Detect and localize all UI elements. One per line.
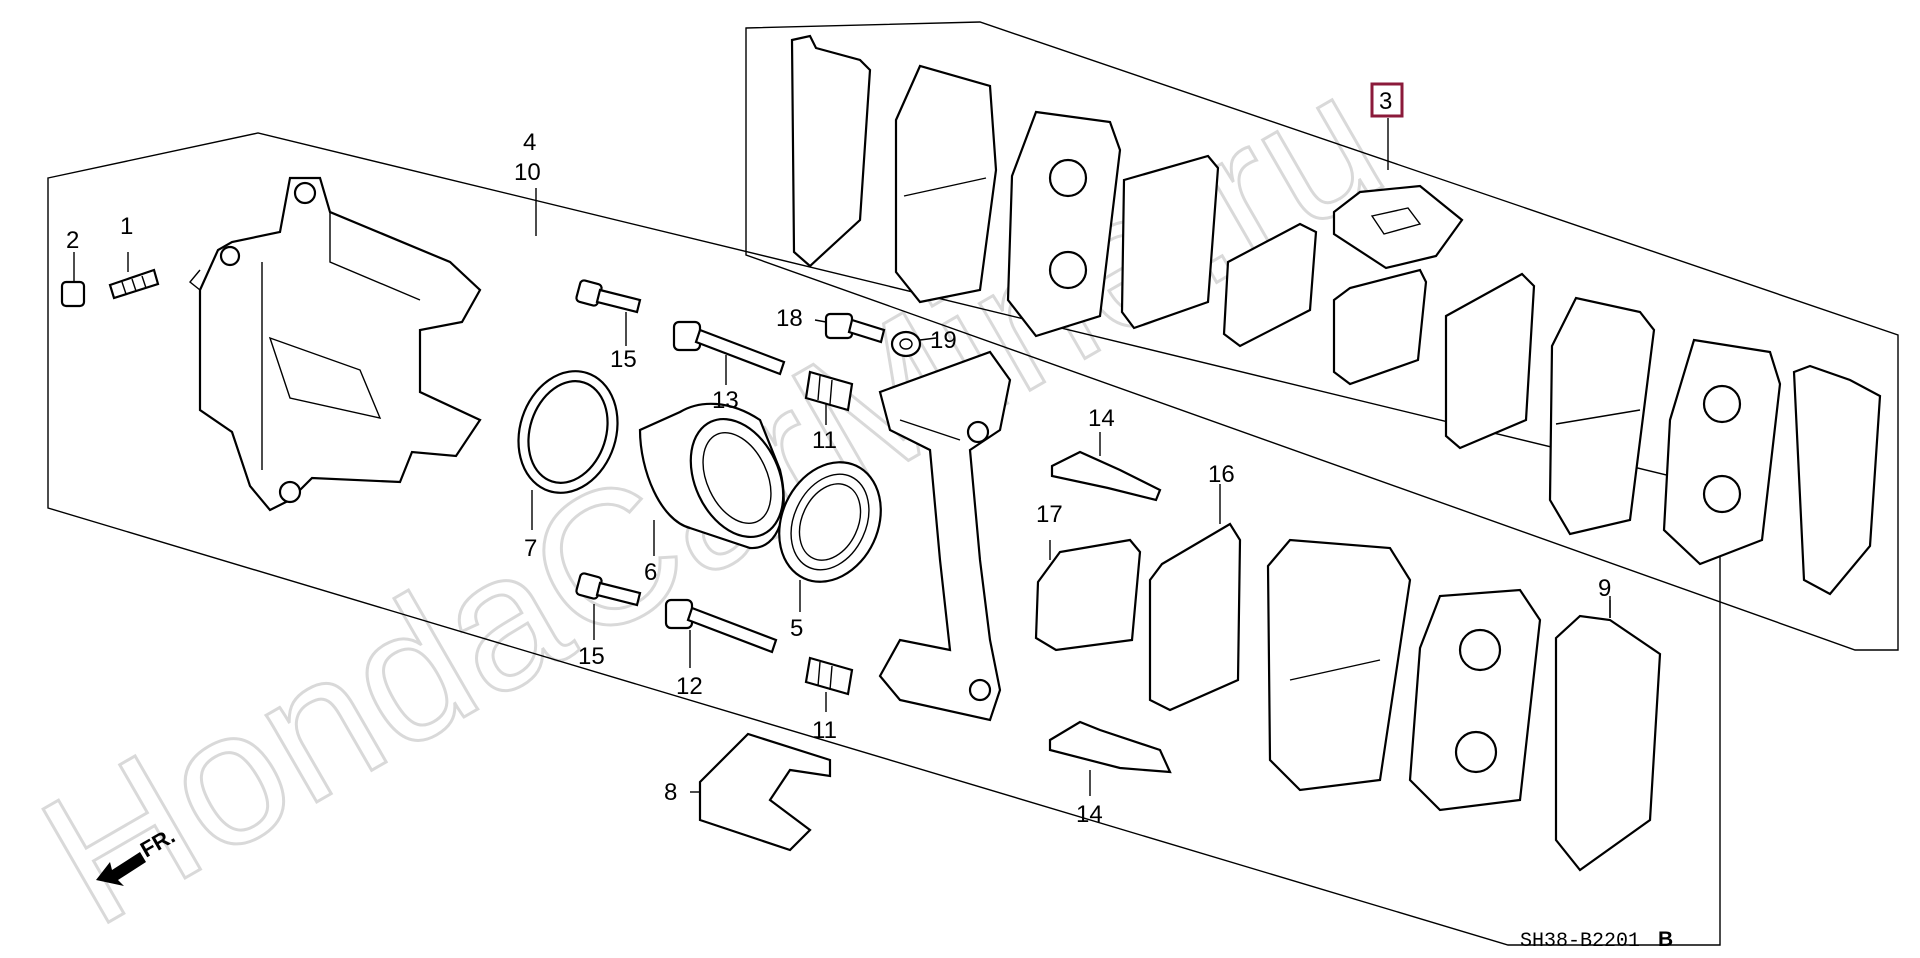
caliper-assembly-box bbox=[47, 132, 1721, 946]
callout-5: 5 bbox=[790, 615, 803, 642]
piston-boot bbox=[778, 461, 882, 612]
grease-packet bbox=[1332, 184, 1464, 270]
guide-pin-upper bbox=[672, 320, 786, 385]
callout-3: 3 bbox=[1379, 88, 1392, 115]
pad-shim-upper bbox=[1050, 432, 1162, 502]
pad-shim-lower bbox=[1048, 720, 1172, 796]
callout-9: 9 bbox=[1598, 575, 1611, 602]
mounting-bolt-upper bbox=[575, 279, 642, 346]
piston-seal bbox=[517, 370, 619, 530]
retaining-spring bbox=[690, 732, 832, 852]
mounting-bolt-lower bbox=[575, 572, 642, 640]
callout-13: 13 bbox=[712, 387, 739, 414]
callout-15-lower: 15 bbox=[578, 643, 605, 670]
callout-6: 6 bbox=[644, 559, 657, 586]
brake-pad-outer-lower bbox=[1266, 538, 1412, 792]
callout-8: 8 bbox=[664, 779, 677, 806]
pad-backing-upper-b bbox=[1792, 364, 1882, 596]
pad-shim-upper-c bbox=[1332, 268, 1428, 386]
callout-19: 19 bbox=[930, 327, 957, 354]
pad-shim-upper-a bbox=[1120, 154, 1220, 330]
bracket-washer bbox=[890, 330, 937, 358]
callout-1: 1 bbox=[120, 213, 133, 240]
caliper-piston bbox=[638, 402, 785, 556]
bleeder-cap bbox=[60, 252, 86, 308]
brake-pad-inner-lower bbox=[1408, 588, 1542, 812]
callout-11-lower: 11 bbox=[812, 717, 837, 744]
brake-pad-upper-c bbox=[1548, 296, 1656, 536]
pin-boot-upper bbox=[804, 370, 854, 425]
pad-set-box bbox=[745, 21, 1899, 651]
callout-16: 16 bbox=[1208, 461, 1235, 488]
caliper-bracket bbox=[878, 350, 1012, 722]
diagram-code: SH38-B2201 bbox=[1520, 930, 1640, 953]
callout-17: 17 bbox=[1036, 501, 1063, 528]
pad-shim-upper-d bbox=[1444, 272, 1536, 450]
pad-backing-upper-a bbox=[790, 34, 872, 268]
callout-7: 7 bbox=[524, 535, 537, 562]
callout-15-upper: 15 bbox=[610, 346, 637, 373]
callout-3-highlight bbox=[1370, 82, 1404, 118]
bracket-bolt bbox=[814, 312, 886, 344]
callout-14-upper: 14 bbox=[1088, 405, 1115, 432]
callout-12: 12 bbox=[676, 673, 703, 700]
caliper-body bbox=[189, 176, 482, 512]
callout-14-lower: 14 bbox=[1076, 801, 1103, 828]
callout-4: 4 bbox=[523, 129, 536, 156]
pad-shim-upper-b bbox=[1222, 222, 1318, 348]
pad-shim-inner-16 bbox=[1148, 484, 1242, 712]
callout-10: 10 bbox=[514, 159, 541, 186]
diagram-revision: B bbox=[1658, 928, 1673, 951]
guide-pin-lower bbox=[664, 598, 778, 668]
pad-backing-lower-9 bbox=[1554, 596, 1662, 872]
pin-boot-lower bbox=[804, 656, 854, 712]
brake-pad-upper-d bbox=[1662, 338, 1782, 566]
callout-2: 2 bbox=[66, 227, 79, 254]
bleeder-screw bbox=[108, 252, 160, 300]
callout-11-upper: 11 bbox=[812, 427, 837, 454]
pad-shim-outer-17 bbox=[1034, 538, 1142, 652]
brake-pad-upper-b bbox=[1006, 110, 1122, 338]
callout-18: 18 bbox=[776, 305, 803, 332]
brake-pad-upper-a bbox=[894, 64, 998, 304]
